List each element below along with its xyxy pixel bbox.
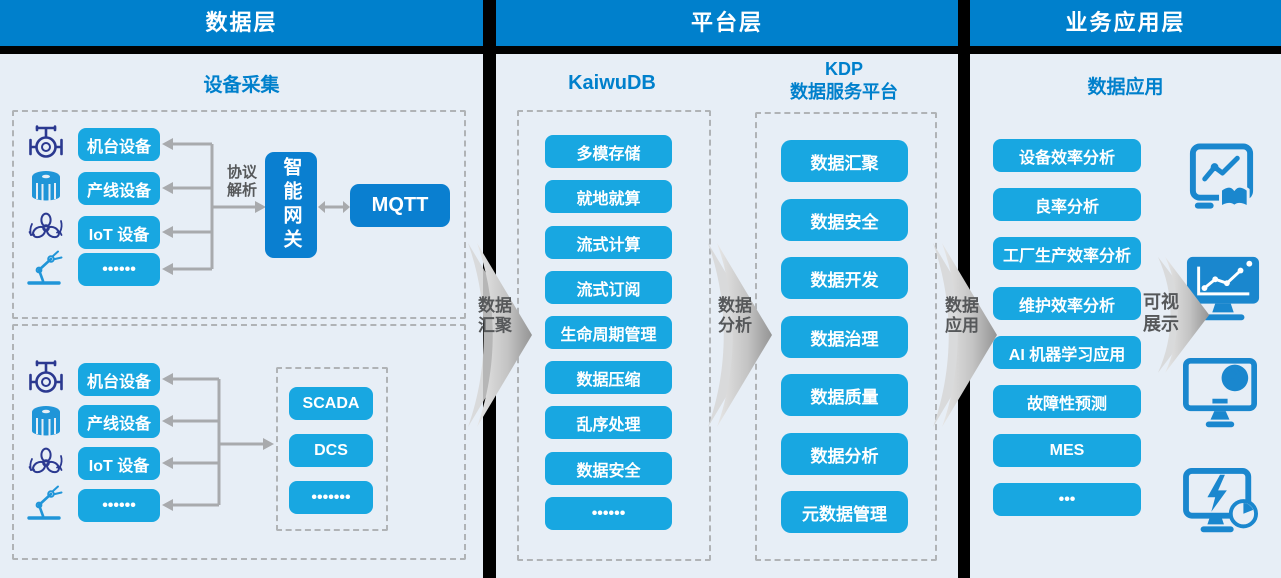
flow-label-visualize: 可视 展示 xyxy=(1139,291,1183,335)
kdp-item: 数据分析 xyxy=(781,433,908,475)
kdp-title-line2: 数据服务平台 xyxy=(790,82,898,102)
connector-arrows-bottom xyxy=(162,373,274,511)
device-chip: IoT 设备 xyxy=(78,447,160,480)
header-data-layer: 数据层 xyxy=(0,0,483,46)
flow-label-apply: 数据 应用 xyxy=(937,296,987,336)
kdp-item: 数据开发 xyxy=(781,257,908,299)
device-group-top xyxy=(12,110,466,319)
flow-label-line: 分析 xyxy=(718,316,752,335)
flow-label-line: 展示 xyxy=(1143,314,1179,334)
device-chip: 机台设备 xyxy=(78,363,160,396)
app-item: 维护效率分析 xyxy=(993,287,1141,320)
flow-label-aggregate: 数据 汇聚 xyxy=(470,296,520,336)
protocol-parse-label: 协议 解析 xyxy=(222,164,262,200)
kaiwudb-item: 生命周期管理 xyxy=(545,316,672,349)
app-item: AI 机器学习应用 xyxy=(993,336,1141,369)
device-chip: •••••• xyxy=(78,253,160,286)
device-chip: 机台设备 xyxy=(78,128,160,161)
app-item: MES xyxy=(993,434,1141,467)
kaiwudb-item: 就地就算 xyxy=(545,180,672,213)
section-title-device-collection: 设备采集 xyxy=(203,75,280,96)
kdp-item: 数据安全 xyxy=(781,199,908,241)
bidirectional-arrow xyxy=(318,201,350,213)
device-chip: •••••• xyxy=(78,489,160,522)
fan-icon xyxy=(24,208,68,253)
valve-icon xyxy=(24,124,68,169)
kaiwudb-item: •••••• xyxy=(545,497,672,530)
kaiwudb-item: 数据安全 xyxy=(545,452,672,485)
app-item: 故障性预测 xyxy=(993,385,1141,418)
device-group-bottom xyxy=(12,324,466,560)
flow-label-line: 数据 xyxy=(945,296,979,315)
flow-label-line: 数据 xyxy=(478,296,512,315)
header-app-layer: 业务应用层 xyxy=(970,0,1281,46)
system-chip: SCADA xyxy=(289,387,373,420)
smart-gateway-box: 智能网关 xyxy=(265,152,317,258)
kaiwudb-item: 流式计算 xyxy=(545,226,672,259)
app-item: 工厂生产效率分析 xyxy=(993,237,1141,270)
mqtt-box: MQTT xyxy=(350,184,450,227)
valve-icon xyxy=(24,359,68,404)
kaiwudb-item: 流式订阅 xyxy=(545,271,672,304)
device-chip: 产线设备 xyxy=(78,405,160,438)
tank-icon xyxy=(24,166,68,211)
report-analytics-icon xyxy=(1185,140,1259,219)
kaiwudb-item: 乱序处理 xyxy=(545,406,672,439)
flow-label-analyze: 数据 分析 xyxy=(710,296,760,336)
monitor-energy-icon xyxy=(1183,468,1261,545)
flow-label-line: 汇聚 xyxy=(478,316,512,335)
kaiwudb-item: 多模存储 xyxy=(545,135,672,168)
kdp-item: 数据质量 xyxy=(781,374,908,416)
fan-icon xyxy=(24,443,68,488)
flow-label-line: 数据 xyxy=(718,296,752,315)
flow-label-line: 应用 xyxy=(945,316,979,335)
kdp-item: 元数据管理 xyxy=(781,491,908,533)
app-item: 设备效率分析 xyxy=(993,139,1141,172)
section-title-kaiwudb: KaiwuDB xyxy=(568,72,656,94)
kdp-title-line1: KDP xyxy=(824,59,863,79)
kaiwudb-item: 数据压缩 xyxy=(545,361,672,394)
device-chip: 产线设备 xyxy=(78,172,160,205)
flow-label-line: 可视 xyxy=(1143,292,1179,312)
robot-arm-icon xyxy=(24,481,68,526)
connector-arrows-top xyxy=(162,138,266,275)
section-title-data-apps: 数据应用 xyxy=(1087,77,1164,98)
monitor-line-chart-icon xyxy=(1185,253,1261,332)
section-title-kdp: KDP 数据服务平台 xyxy=(755,58,933,104)
app-item: ••• xyxy=(993,483,1141,516)
header-platform-layer: 平台层 xyxy=(496,0,958,46)
monitor-pie-chart-icon xyxy=(1183,356,1257,437)
tank-icon xyxy=(24,401,68,446)
system-chip: DCS xyxy=(289,434,373,467)
kdp-item: 数据汇聚 xyxy=(781,140,908,182)
scada-group xyxy=(276,367,388,531)
protocol-line2: 解析 xyxy=(226,182,257,199)
app-item: 良率分析 xyxy=(993,188,1141,221)
kdp-item: 数据治理 xyxy=(781,316,908,358)
system-chip: ••••••• xyxy=(289,481,373,514)
robot-arm-icon xyxy=(24,246,68,291)
protocol-line1: 协议 xyxy=(226,164,257,181)
device-chip: IoT 设备 xyxy=(78,216,160,249)
